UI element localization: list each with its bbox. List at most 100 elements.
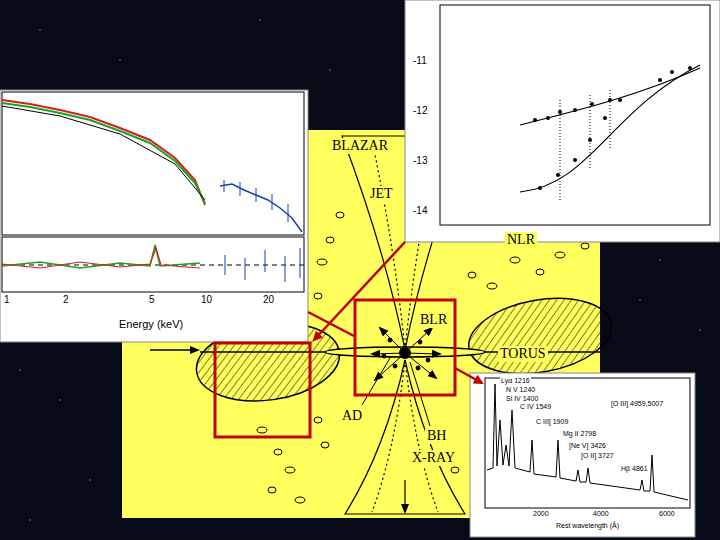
narrow-line-clouds-part [321, 442, 329, 448]
line-label: Hβ 4861 [620, 465, 649, 473]
broad-line-region-part [418, 340, 422, 344]
narrow-line-clouds-part [336, 212, 344, 218]
label-pointers [362, 358, 430, 426]
xray-spectrum-inset-part-part [272, 194, 273, 210]
tick-label: -12 [412, 105, 428, 117]
line-label: [Ne V] 3426 [568, 442, 607, 450]
optical-spectrum-inset [470, 373, 695, 537]
narrow-line-clouds-part [268, 487, 276, 493]
tick-label: -13 [412, 155, 428, 167]
jet-part [404, 480, 405, 512]
broad-line-region-part [405, 353, 436, 378]
xray-spectrum-inset-part [2, 248, 200, 268]
xray-spectrum-inset-part-part [285, 256, 286, 282]
xray-spectrum-inset-part [2, 100, 205, 205]
broad-line-region-part [372, 353, 405, 354]
red-highlight-part [355, 300, 455, 395]
star-field-part [659, 259, 661, 261]
line-label: Si IV 1400 [505, 395, 539, 403]
line-label: [O II] 3727 [580, 452, 615, 460]
narrow-line-clouds-part [317, 259, 327, 265]
narrow-line-clouds-part [510, 257, 520, 263]
xray-spectrum-inset-part [2, 92, 304, 235]
star-field-part [639, 299, 641, 301]
broad-line-region-part [393, 364, 397, 368]
xray-spectrum-inset [0, 90, 308, 342]
xray-spectrum-inset-part [2, 103, 205, 203]
line-label: N V 1240 [505, 386, 536, 394]
narrow-line-clouds-part [314, 417, 322, 423]
narrow-line-clouds-part [326, 237, 334, 243]
narrow-line-clouds-part [295, 497, 305, 503]
axis-title: Energy (keV) [118, 318, 184, 331]
broad-line-region-part [382, 354, 386, 358]
xray-spectrum-inset-part [0, 90, 308, 342]
sed-inset-part-part [573, 108, 577, 112]
model-label: BLR [418, 312, 449, 328]
jet-part [372, 360, 405, 512]
broad-line-region-part [416, 366, 420, 370]
sed-inset-part-part [560, 100, 561, 200]
model-label: AD [340, 408, 364, 424]
tick-label: 4000 [592, 510, 610, 518]
model-label: NLR [505, 232, 537, 248]
sed-inset-part-part [670, 70, 674, 74]
xray-spectrum-inset-part-part [265, 250, 266, 272]
model-label: JET [368, 186, 395, 202]
tick-label: 2 [62, 294, 70, 306]
tick-label: 10 [200, 294, 213, 306]
xray-spectrum-inset-part [2, 245, 200, 268]
xray-spectrum-inset-part-part [256, 188, 257, 202]
line-label: Mg II 2798 [562, 430, 597, 438]
narrow-line-clouds-part [487, 283, 497, 289]
xray-spectrum-inset-part-part [300, 248, 301, 278]
model-label: BH [425, 428, 448, 444]
star-field-part [699, 329, 701, 331]
narrow-line-clouds-part [285, 467, 295, 473]
star-field-part [329, 69, 331, 71]
red-highlight-part [308, 312, 354, 336]
sed-inset-part-part [538, 186, 542, 190]
axis-title: Rest wavelength (Å) [555, 522, 620, 530]
red-highlight-part [215, 343, 310, 437]
optical-spectrum-inset-part [487, 384, 688, 500]
line-label: Lyα 1216 [500, 377, 531, 385]
sed-inset-part-part [573, 158, 577, 162]
star-field-part [19, 369, 21, 371]
red-highlight [215, 242, 482, 437]
jet-part [372, 140, 405, 350]
sed-inset-part-part [603, 116, 607, 120]
sed-inset-part-part [618, 98, 622, 102]
torus-part [463, 288, 617, 384]
line-label: C III] 1909 [535, 418, 569, 426]
sed-inset-part-part [546, 116, 550, 120]
red-highlight-part [314, 242, 405, 340]
xray-spectrum-inset-part-part [224, 180, 225, 192]
tick-label: 20 [262, 294, 275, 306]
label-pointers-part [362, 358, 390, 405]
jet-part [345, 360, 465, 514]
tick-label: 5 [148, 294, 156, 306]
xray-spectrum-inset-part-part [220, 184, 302, 232]
sed-inset-part-part [533, 118, 537, 122]
red-highlight-part [455, 368, 482, 383]
sed-inset-part-part [610, 90, 611, 150]
tick-label: 1 [3, 294, 11, 306]
xray-spectrum-inset-part [220, 180, 302, 232]
tick-label: -14 [412, 205, 428, 217]
model-label: BLAZAR [330, 138, 390, 154]
broad-line-region-part [426, 358, 430, 362]
tick-label: 6000 [658, 510, 676, 518]
sed-inset-part-part [590, 95, 591, 170]
broad-line-region-part [380, 328, 405, 353]
sed-inset [405, 0, 720, 242]
tick-label: -11 [412, 55, 428, 67]
line-label: C IV 1549 [519, 403, 552, 411]
star-field-part [119, 59, 121, 61]
narrow-line-clouds-part [314, 293, 322, 299]
sed-inset-part-part [658, 78, 662, 82]
broad-line-region-part [405, 353, 440, 354]
narrow-line-clouds-part [555, 252, 565, 258]
star-field-part [39, 29, 41, 31]
narrow-line-clouds-part [257, 427, 267, 433]
